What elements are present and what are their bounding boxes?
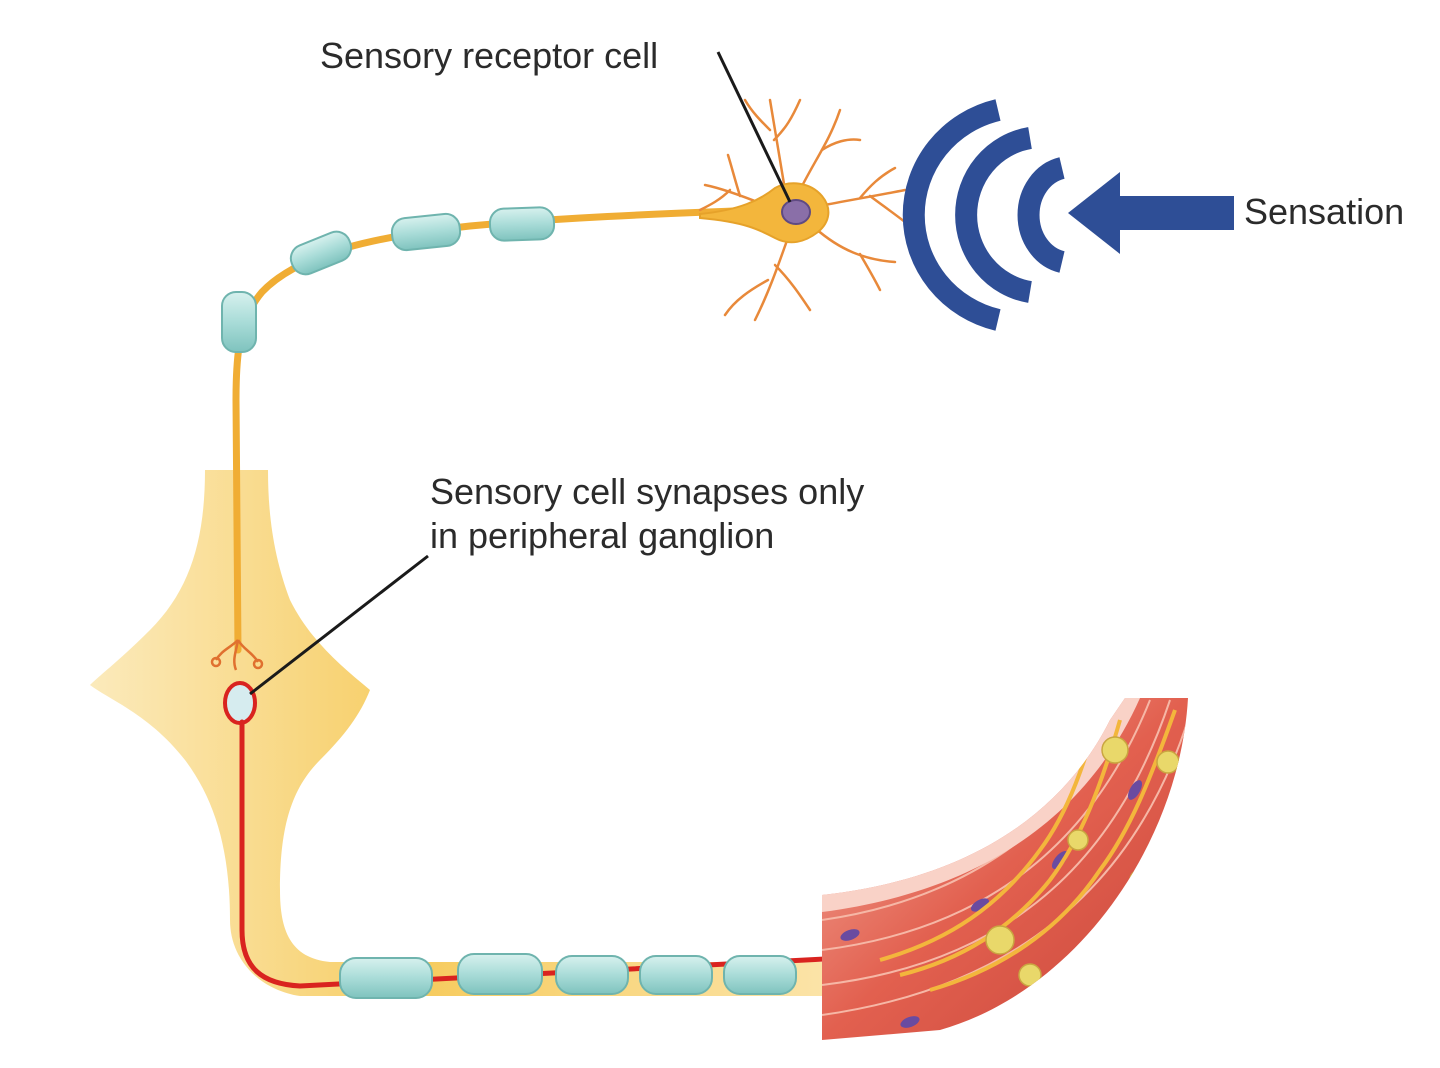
synapse-label-line-2: in peripheral ganglion <box>430 515 775 556</box>
postganglionic-axon <box>239 719 963 989</box>
receptor-nucleus <box>781 199 811 225</box>
synapse-leader-line <box>249 554 429 696</box>
receptor-label: Sensory receptor cell <box>320 35 659 76</box>
synapse-label: Sensory cell synapses only in peripheral… <box>430 470 864 558</box>
myelin-sheath-upper <box>221 206 556 353</box>
receptor-leader-line <box>716 51 792 203</box>
axon-terminal <box>210 639 264 671</box>
smooth-muscle-tissue-icon <box>822 698 1188 1040</box>
ganglion-neuron-soma <box>223 681 257 725</box>
sensory-axon <box>232 206 764 654</box>
stimulus-arrow <box>1068 172 1234 254</box>
peripheral-ganglion <box>90 470 840 996</box>
sensation-label: Sensation <box>1244 191 1405 232</box>
myelin-sheath-lower <box>339 953 797 999</box>
signal-wave-icon <box>902 99 1066 331</box>
sensory-neuron-icon <box>698 98 907 322</box>
synapse-label-line-1: Sensory cell synapses only <box>430 471 865 512</box>
